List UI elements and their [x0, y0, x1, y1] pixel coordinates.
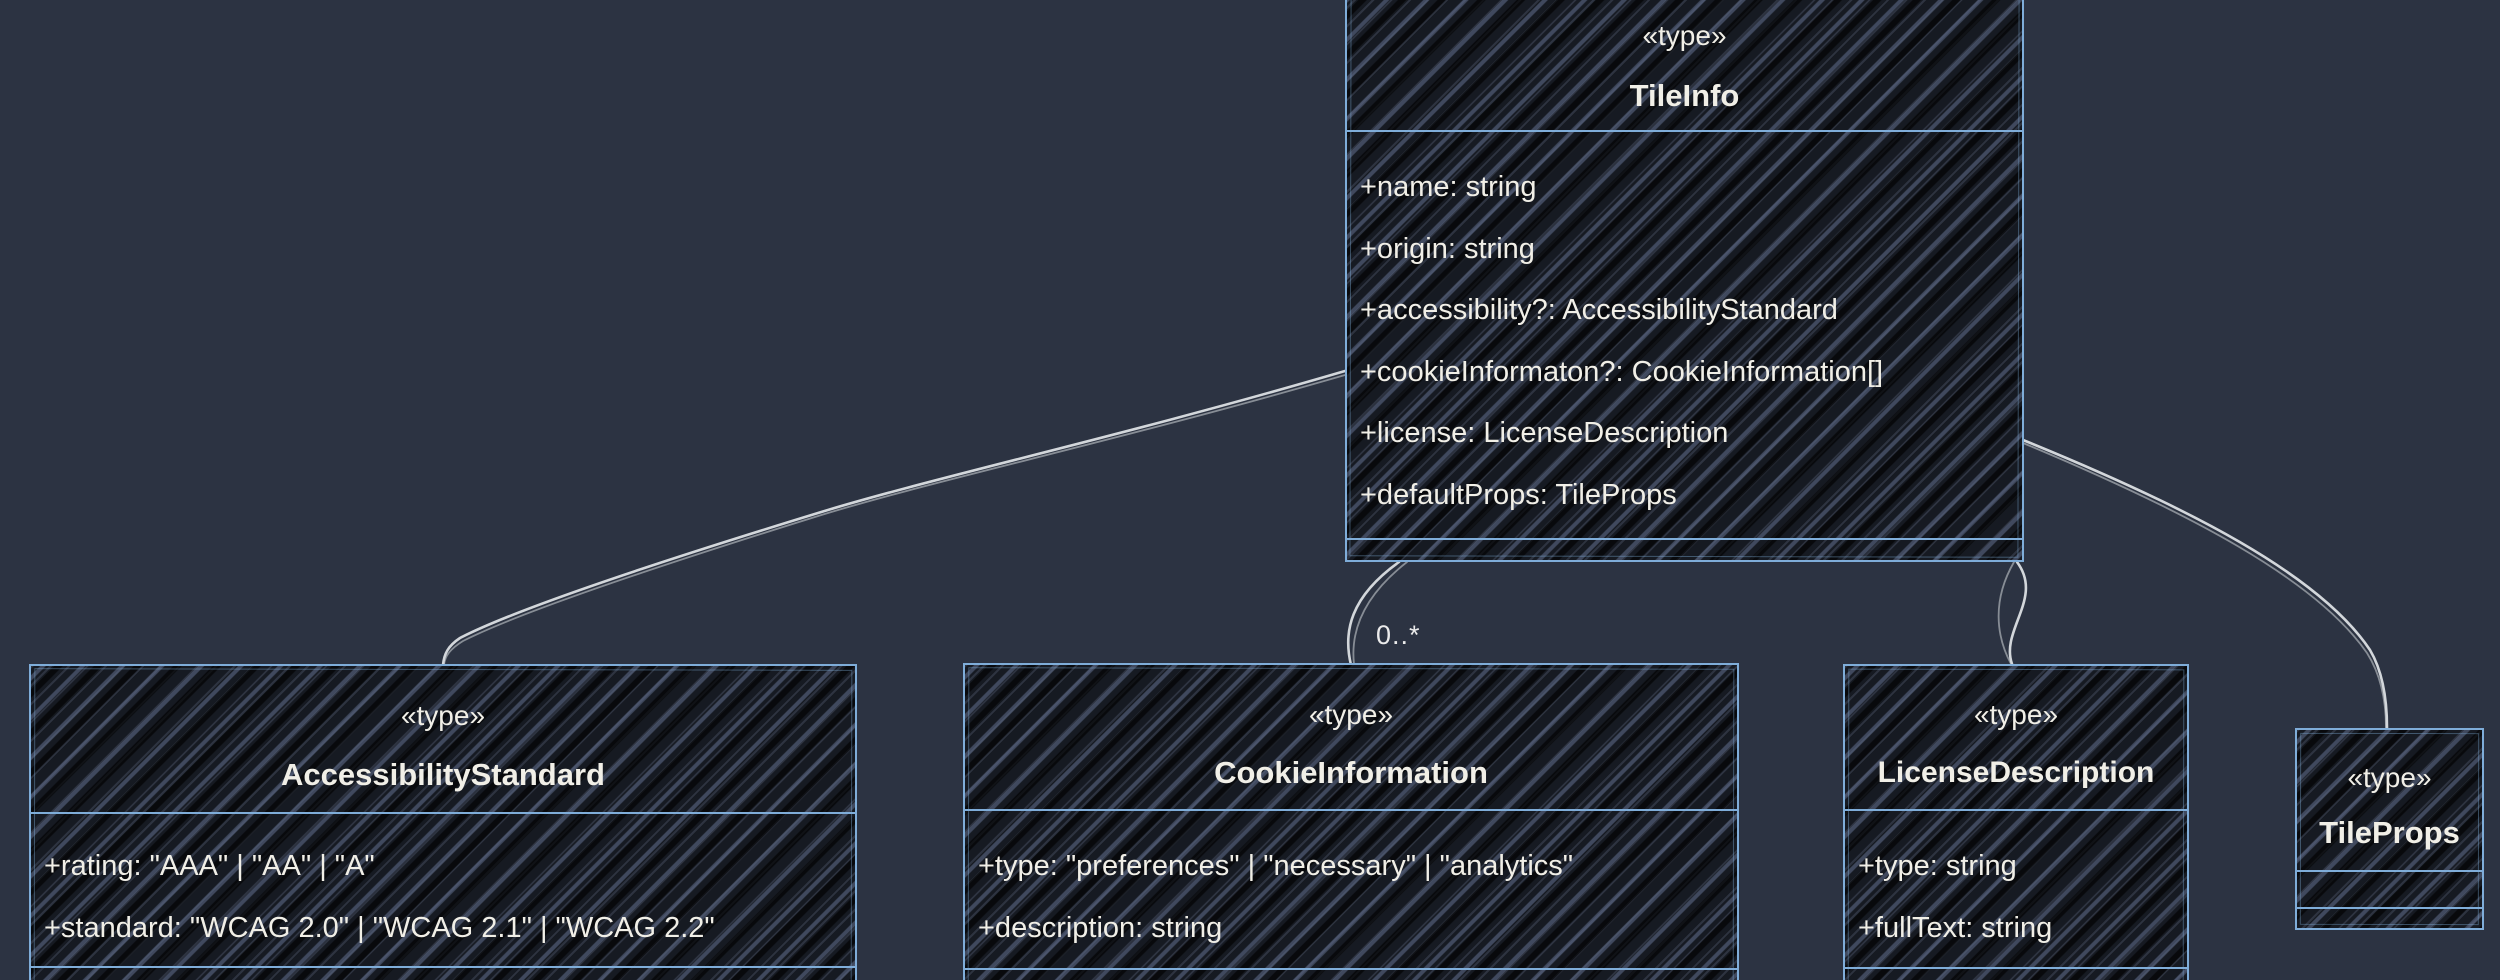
attribute-row: +rating: "AAA" | "AA" | "A" — [44, 850, 375, 882]
attribute-row: +origin: string — [1360, 232, 1535, 265]
attribute-row: +license: LicenseDescription — [1360, 417, 1729, 449]
class-attributes: +name: string +origin: string +accessibi… — [1347, 130, 2022, 538]
edge-tileinfo-tileprops-sketch — [2022, 442, 2387, 729]
class-header: «type» LicenseDescription — [1845, 666, 2187, 809]
attribute-row: +type: string — [1858, 850, 2017, 882]
attribute-row: +cookieInformaton?: CookieInformation[] — [1360, 355, 1884, 388]
class-stereotype: «type» — [1973, 699, 2059, 730]
class-name: TileInfo — [1629, 78, 1740, 113]
class-name: TileProps — [2319, 815, 2460, 850]
edge-tileinfo-accessibilitystandard — [441, 369, 1347, 667]
class-methods-empty — [1347, 538, 2022, 564]
class-stereotype: «type» — [1642, 20, 1727, 51]
class-attributes: +type: string +fullText: string — [1845, 809, 2187, 967]
class-box-tileprops: «type» TileProps — [2295, 728, 2484, 930]
attribute-row: +accessibility?: AccessibilityStandard — [1360, 294, 1838, 326]
class-name: AccessibilityStandard — [281, 757, 605, 792]
attribute-row: +type: "preferences" | "necessary" | "an… — [978, 850, 1574, 882]
class-header: «type» TileInfo — [1347, 0, 2022, 130]
class-header: «type» AccessibilityStandard — [31, 666, 855, 812]
class-box-accessibilitystandard: «type» AccessibilityStandard +rating: "A… — [29, 664, 857, 980]
class-stereotype: «type» — [2347, 762, 2432, 793]
class-header: «type» CookieInformation — [965, 665, 1737, 809]
class-header: «type» TileProps — [2297, 730, 2482, 870]
edge-tileinfo-accessibilitystandard-sketch — [443, 374, 1346, 666]
attribute-row: +standard: "WCAG 2.0" | "WCAG 2.1" | "WC… — [44, 911, 715, 944]
attribute-row: +description: string — [978, 911, 1223, 944]
edge-tileinfo-licensedescription — [2008, 560, 2028, 666]
attribute-row: +name: string — [1360, 171, 1537, 203]
edge-tileinfo-cookieinformation-sketch — [1352, 561, 1408, 665]
multiplicity-label: 0..* — [1376, 620, 1421, 650]
class-methods-empty — [31, 966, 855, 980]
class-attributes: +rating: "AAA" | "AA" | "A" +standard: "… — [31, 812, 855, 966]
class-stereotype: «type» — [400, 700, 486, 731]
edge-tileinfo-cookieinformation — [1346, 560, 1401, 667]
class-stereotype: «type» — [1308, 699, 1394, 730]
class-attributes-empty — [2297, 870, 2482, 907]
class-methods-empty — [2297, 907, 2482, 936]
class-box-tileinfo: «type» TileInfo +name: string +origin: s… — [1345, 0, 2024, 562]
edge-tileinfo-tileprops — [2021, 438, 2389, 730]
class-attributes: +type: "preferences" | "necessary" | "an… — [965, 809, 1737, 968]
attribute-row: +defaultProps: TileProps — [1360, 478, 1677, 511]
class-methods-empty — [1845, 967, 2187, 980]
class-name: CookieInformation — [1214, 755, 1488, 790]
class-methods-empty — [965, 968, 1737, 980]
class-box-cookieinformation: «type» CookieInformation +type: "prefere… — [963, 663, 1739, 980]
class-name: LicenseDescription — [1877, 756, 2155, 789]
class-box-licensedescription: «type» LicenseDescription +type: string … — [1843, 664, 2189, 980]
edge-tileinfo-licensedescription-sketch — [1997, 561, 2015, 665]
attribute-row: +fullText: string — [1858, 911, 2053, 944]
